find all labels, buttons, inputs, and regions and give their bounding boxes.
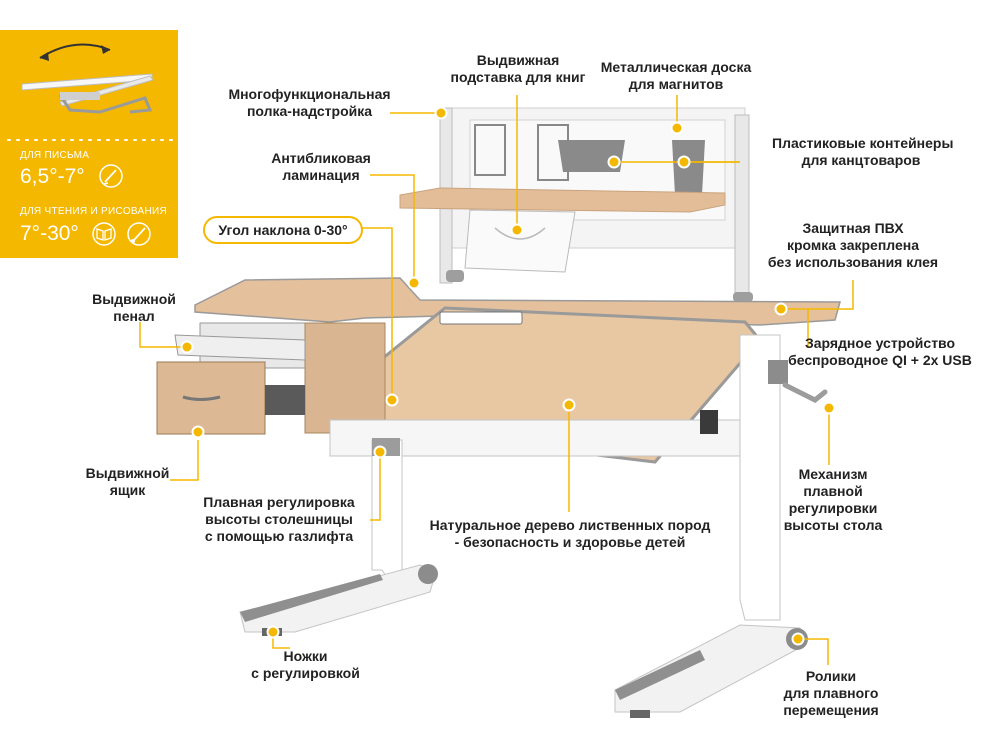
legs-frame bbox=[239, 334, 828, 718]
reading-label: ДЛЯ ЧТЕНИЯ И РИСОВАНИЯ bbox=[20, 206, 168, 217]
leader-lines bbox=[139, 95, 854, 665]
tilt-desk-thumbnail bbox=[21, 43, 154, 114]
hutch bbox=[399, 107, 753, 302]
reading-angle: 7°-30° bbox=[20, 222, 79, 245]
brush-icon bbox=[127, 222, 151, 246]
info-panel-background bbox=[0, 30, 178, 258]
callout-wood: Натуральное дерево лиственных пород- без… bbox=[429, 517, 711, 550]
tilt-angle-badge: Угол наклона 0-30° bbox=[203, 216, 363, 244]
pen-icon bbox=[99, 164, 123, 188]
marker-dots bbox=[180, 106, 836, 646]
writing-label: ДЛЯ ПИСЬМА bbox=[20, 150, 90, 161]
drawers bbox=[156, 322, 386, 435]
book-icon bbox=[92, 222, 116, 246]
writing-angle: 6,5°-7° bbox=[20, 165, 85, 188]
